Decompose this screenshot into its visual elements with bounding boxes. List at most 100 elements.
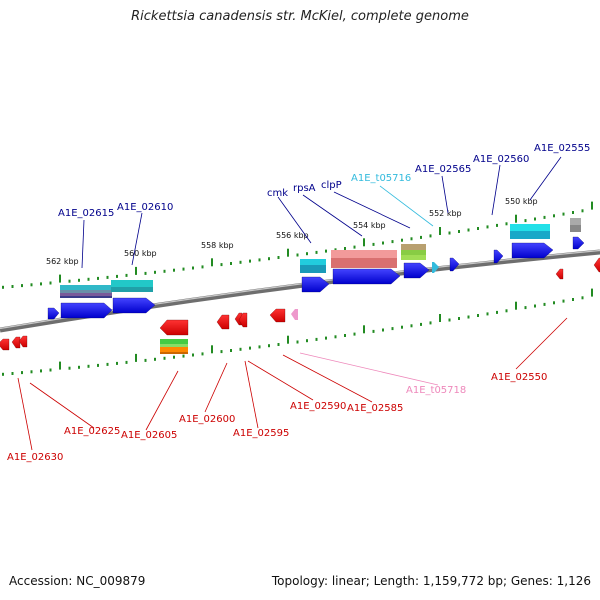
scale-tick [458, 317, 460, 320]
scale-tick [135, 353, 137, 362]
gene-arrow-a1e-02550[interactable] [555, 268, 564, 280]
gene-arrow-a1e-02600[interactable] [216, 314, 230, 330]
scale-tick [78, 278, 80, 282]
scale-tick [534, 217, 536, 221]
gene-arrow-a1e-02560-small[interactable] [493, 249, 504, 264]
scale-tick [106, 275, 109, 279]
gene-arrow-a1e-02610[interactable] [112, 297, 156, 314]
label-a1e-02560[interactable]: A1E_02560 [473, 154, 529, 165]
gene-arrow-a1e-02615[interactable] [60, 302, 113, 319]
scale-tick [315, 250, 318, 254]
feature-bar-a1e-02615[interactable] [60, 285, 112, 298]
feature-bar-a1e-02605[interactable] [160, 339, 188, 354]
label-a1e-02595[interactable]: A1E_02595 [233, 428, 289, 439]
label-cmk[interactable]: cmk [267, 188, 288, 199]
trna-arrow-a1e-t05718[interactable] [291, 309, 298, 320]
gene-arrow-a1e-02590[interactable] [269, 308, 286, 323]
scale-tick [543, 302, 546, 306]
label-a1e-02565[interactable]: A1E_02565 [415, 164, 471, 175]
gene-arrow-a1e-02605[interactable] [159, 319, 189, 336]
scale-tick [306, 339, 308, 343]
label-a1e-02600[interactable]: A1E_02600 [179, 414, 235, 425]
scale-tick [429, 321, 432, 325]
gene-arrow-a1e-02555[interactable] [572, 236, 585, 250]
scale-tick [382, 328, 384, 332]
scale-tick [372, 329, 375, 333]
scale-tick [2, 285, 4, 289]
leader-a1e-02555 [529, 156, 562, 201]
scale-tick [2, 372, 4, 376]
scale-tick [87, 364, 90, 368]
gene-arrow-a1e-02560[interactable] [511, 242, 554, 259]
feature-bar-a1e-02560[interactable] [510, 224, 550, 239]
label-a1e-02590[interactable]: A1E_02590 [290, 401, 346, 412]
scale-tick [135, 266, 137, 275]
label-a1e-02555[interactable]: A1E_02555 [534, 143, 590, 154]
label-a1e-02630[interactable]: A1E_02630 [7, 452, 63, 463]
scale-tick [486, 225, 489, 229]
scale-tick [49, 281, 52, 285]
gene-arrow-a1e-02545[interactable] [593, 257, 600, 273]
feature-bar-cmk[interactable] [300, 259, 326, 273]
scale-tick [581, 296, 584, 300]
scale-tick [116, 361, 118, 365]
scale-label-550: 550 kbp [505, 197, 538, 206]
gene-arrow-rpsA[interactable] [332, 268, 401, 285]
scale-tick [59, 274, 61, 283]
scale-tick [325, 336, 327, 340]
gene-arrow-a1e-02620[interactable] [47, 307, 60, 320]
trna-arrow-a1e-t05716[interactable] [432, 262, 439, 273]
gene-arrow-cmk[interactable] [301, 276, 330, 293]
scale-tick [572, 298, 574, 301]
feature-bar-a1e-02555[interactable] [570, 218, 581, 232]
scale-tick [496, 310, 498, 314]
feature-bar-a1e-02610[interactable] [111, 280, 153, 292]
scale-tick [467, 315, 470, 319]
scale-tick [163, 269, 166, 273]
gene-arrow-a1e-02635[interactable] [0, 338, 10, 351]
leader-a1e-02610 [131, 212, 143, 266]
scale-tick [382, 241, 384, 245]
label-a1e-t05716[interactable]: A1E_t05716 [351, 173, 411, 184]
scale-tick [429, 234, 432, 238]
label-a1e-t05718[interactable]: A1E_t05718 [406, 385, 466, 396]
label-a1e-02605[interactable]: A1E_02605 [121, 430, 177, 441]
leader-a1e-02595 [244, 360, 259, 429]
scale-tick [534, 304, 536, 308]
gene-arrow-a1e-02630-a[interactable] [11, 336, 21, 349]
scale-tick [21, 284, 23, 288]
label-clpP[interactable]: clpP [321, 180, 342, 191]
scale-tick [97, 363, 99, 367]
gene-arrow-a1e-02595[interactable] [238, 312, 248, 328]
label-a1e-02550[interactable]: A1E_02550 [491, 372, 547, 383]
label-a1e-02615[interactable]: A1E_02615 [58, 208, 114, 219]
scale-tick [515, 214, 517, 223]
label-a1e-02625[interactable]: A1E_02625 [64, 426, 120, 437]
gene-arrow-a1e-02565[interactable] [449, 257, 460, 272]
scale-tick [391, 240, 394, 244]
scale-tick [249, 259, 251, 263]
label-a1e-02585[interactable]: A1E_02585 [347, 403, 403, 414]
scale-tick [401, 238, 403, 242]
scale-tick [173, 355, 175, 359]
scale-tick [287, 248, 289, 257]
feature-bar-rpsA[interactable] [331, 250, 397, 268]
leader-a1e-02585 [282, 354, 373, 403]
label-rpsA[interactable]: rpsA [293, 183, 316, 194]
feature-bar-clpP[interactable] [401, 244, 426, 260]
gene-arrow-clpP[interactable] [403, 262, 430, 279]
scale-tick [125, 273, 128, 277]
scale-tick [97, 276, 99, 280]
gene-arrow-a1e-02630[interactable] [18, 335, 28, 348]
scale-tick [68, 279, 71, 283]
scale-tick [496, 223, 498, 227]
scale-tick [201, 352, 204, 356]
scale-tick [448, 318, 451, 322]
label-a1e-02610[interactable]: A1E_02610 [117, 202, 173, 213]
scale-tick [477, 314, 479, 317]
scale-tick [439, 314, 441, 322]
scale-tick [49, 368, 52, 372]
scale-tick [192, 353, 194, 357]
scale-tick [268, 257, 270, 261]
